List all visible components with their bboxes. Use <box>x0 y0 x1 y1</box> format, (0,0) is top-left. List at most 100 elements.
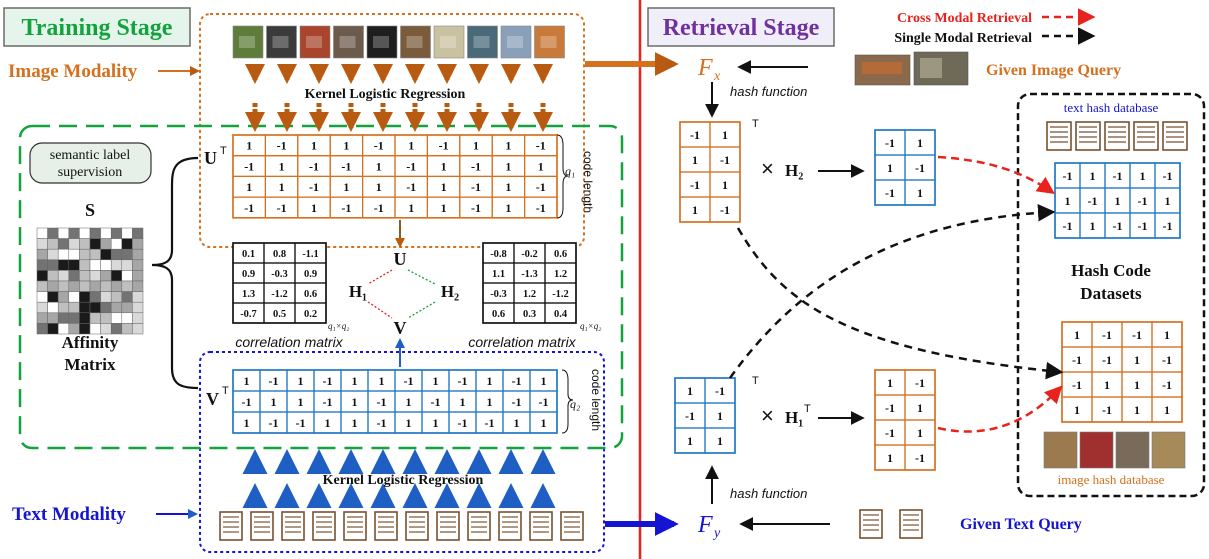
image-thumbnail <box>400 25 431 59</box>
affinity-cell <box>110 301 123 314</box>
corr-right-label: correlation matrix <box>468 334 576 350</box>
image-db-value: -1 <box>1132 328 1142 342</box>
affinity-cell <box>57 259 70 271</box>
hash-database-box <box>1016 92 1206 498</box>
affinity-cell <box>57 227 70 239</box>
affinity-cell <box>47 312 59 324</box>
h1-transpose: T <box>804 403 811 415</box>
corr-left-cell <box>294 302 327 324</box>
database-document-icon <box>1104 121 1130 151</box>
affinity-cell <box>89 280 101 292</box>
image-db-value: -1 <box>1162 378 1172 392</box>
semantic-label-box <box>29 142 152 184</box>
affinity-cell <box>36 248 48 261</box>
code-y-value: 1 <box>917 426 923 440</box>
legend-cross-label: Cross Modal Retrieval <box>897 11 1032 26</box>
legend-single-label: Single Modal Retrieval <box>894 31 1032 46</box>
affinity-cell <box>68 301 80 314</box>
text-db-value: -1 <box>1163 169 1173 183</box>
affinity-cell <box>79 312 91 324</box>
affinity-cell <box>121 227 133 239</box>
corr-left-value: 0.8 <box>273 249 286 260</box>
affinity-cell <box>121 301 133 314</box>
v-matrix-value: 1 <box>379 374 385 388</box>
affinity-cell <box>132 259 144 271</box>
u-matrix-value: 1 <box>538 159 544 173</box>
u-matrix-value: -1 <box>244 159 254 173</box>
u-matrix-value: -1 <box>374 139 384 153</box>
fy-matrix-cell <box>704 427 736 454</box>
hash-function-top: hash function <box>730 84 807 99</box>
v-matrix-value: 1 <box>244 374 250 388</box>
single-retrieval-text <box>728 204 1056 379</box>
code-length-u: code length <box>581 151 595 213</box>
v-matrix-value: 1 <box>460 395 466 409</box>
affinity-cell <box>79 270 91 282</box>
image-db-cell <box>1151 396 1183 423</box>
text-document-icon <box>405 511 429 541</box>
fy-subscript: y <box>712 526 721 541</box>
u-matrix-value: 1 <box>343 180 349 194</box>
center-u: U <box>394 249 407 269</box>
affinity-cell <box>121 259 133 271</box>
affinity-cell <box>121 238 133 250</box>
text-modality-label: Text Modality <box>12 504 126 525</box>
affinity-cell <box>100 280 112 292</box>
affinity-cell <box>36 280 48 292</box>
v-matrix-value: 1 <box>352 395 358 409</box>
database-image <box>1043 431 1078 469</box>
u-matrix-value: -1 <box>536 201 546 215</box>
affinity-cell <box>36 270 48 282</box>
affinity-cell <box>57 301 70 314</box>
affinity-cell <box>79 238 91 250</box>
database-image <box>1151 431 1186 469</box>
affinity-cell <box>47 301 59 314</box>
v-matrix-value: -1 <box>269 374 279 388</box>
u-matrix-value: 1 <box>311 201 317 215</box>
image-query-thumbnails <box>854 51 969 86</box>
corr-left-value: -0.7 <box>240 309 257 320</box>
u-matrix-cell <box>523 196 558 219</box>
affinity-cell <box>68 238 80 250</box>
v-matrix-value: 1 <box>271 395 277 409</box>
fy-matrix-value: 1 <box>687 434 693 448</box>
text-db-value: -1 <box>1063 219 1073 233</box>
corr-right-value: -1.2 <box>552 289 569 300</box>
text-document-icon <box>281 511 305 541</box>
affinity-cell <box>132 238 144 250</box>
training-title: Training Stage <box>22 15 173 41</box>
affinity-cell <box>110 248 123 261</box>
fy-matrix-value: 1 <box>717 409 723 423</box>
database-document-icon <box>1046 121 1072 151</box>
v-matrix-value: -1 <box>431 395 441 409</box>
affinity-cell <box>100 301 112 314</box>
affinity-cell <box>89 227 101 239</box>
image-db-label: image hash database <box>1058 472 1165 487</box>
affinity-cell <box>121 291 133 303</box>
code-x-value: 1 <box>917 186 923 200</box>
fx-transpose: T <box>752 118 759 130</box>
u-matrix-value: 1 <box>279 180 285 194</box>
u-matrix-value: 1 <box>279 159 285 173</box>
thumbnail-highlight <box>272 36 289 48</box>
corr-left-value: 0.2 <box>304 309 317 320</box>
image-db-value: -1 <box>1102 328 1112 342</box>
training-objective-box <box>18 124 624 450</box>
affinity-cell <box>89 270 101 282</box>
text-db-value: -1 <box>1063 169 1073 183</box>
image-thumbnail <box>433 25 465 59</box>
affinity-matrix-grid <box>36 227 144 335</box>
q1-label: q₁ <box>565 164 575 178</box>
affinity-cell <box>57 312 70 324</box>
corr-right-value: 0.6 <box>554 249 567 260</box>
query-document-icon <box>899 509 923 539</box>
corr-right-value: -0.8 <box>490 249 507 260</box>
u-h2-link <box>407 269 436 285</box>
v-matrix-value: -1 <box>377 416 387 430</box>
affinity-cell <box>47 280 59 292</box>
database-document-icon <box>1162 121 1188 151</box>
v-matrix-value: 1 <box>406 416 412 430</box>
